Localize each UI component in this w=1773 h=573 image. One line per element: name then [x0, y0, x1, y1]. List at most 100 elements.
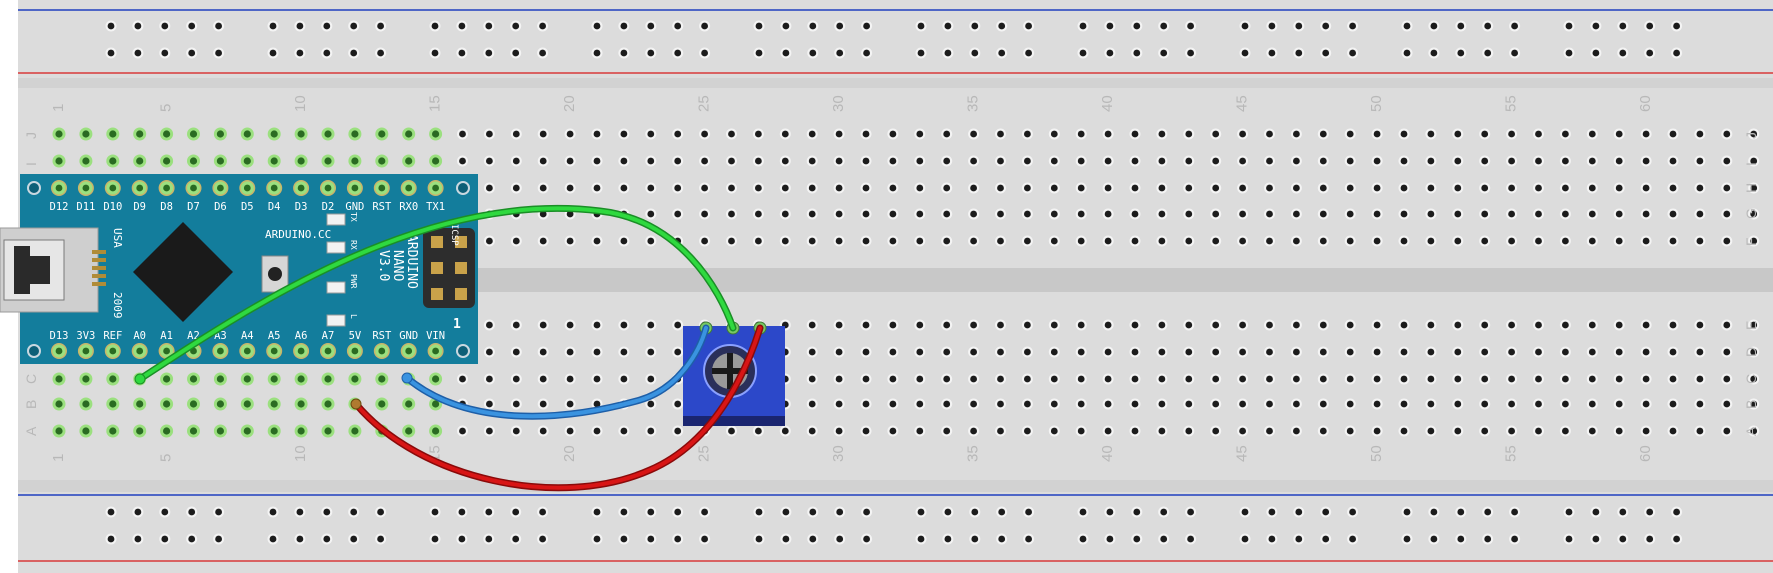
breadboard-hole: [1319, 321, 1327, 329]
red-wire[interactable]: [354, 326, 762, 490]
breadboard-hole: [1562, 400, 1569, 408]
rail-hole: [107, 508, 115, 516]
arduino-pin-hole: [432, 184, 439, 192]
rx-led: [326, 241, 346, 254]
breadboard-hole: [566, 157, 574, 165]
breadboard-hole: [270, 375, 278, 383]
green-wire[interactable]: [138, 206, 735, 381]
breadboard-hole: [1750, 321, 1758, 329]
breadboard-hole: [1723, 157, 1731, 165]
rail-hole: [377, 22, 384, 30]
tx-led: [326, 213, 346, 226]
rail-hole: [485, 22, 493, 30]
icsp-pin: [455, 288, 467, 300]
breadboard-hole: [755, 427, 762, 435]
breadboard-hole: [1185, 348, 1193, 356]
breadboard-hole: [1427, 130, 1435, 138]
breadboard-hole: [1373, 321, 1381, 329]
rail-hole: [1133, 535, 1141, 543]
breadboard-hole: [593, 348, 601, 356]
breadboard-hole: [1212, 321, 1220, 329]
rail-hole: [647, 535, 655, 543]
rail-hole: [755, 508, 763, 516]
breadboard-hole: [1400, 210, 1408, 218]
breadboard-hole: [1024, 130, 1031, 138]
rail-hole: [863, 508, 870, 516]
breadboard-hole: [1481, 375, 1489, 383]
breadboard-hole: [1669, 375, 1677, 383]
breadboard-hole: [163, 375, 171, 383]
breadboard-hole: [647, 130, 655, 138]
pwr-led: [326, 281, 346, 294]
breadboard-hole: [136, 157, 144, 165]
arduino-pin-hole: [55, 347, 63, 355]
year-label: 2009: [111, 292, 124, 319]
breadboard-hole: [1588, 130, 1596, 138]
rail-hole: [593, 535, 601, 543]
arduino-name-line-1: ARDUINO: [404, 234, 419, 289]
breadboard-hole: [270, 130, 278, 138]
column-number-label: 1: [50, 454, 67, 462]
breadboard-hole: [1696, 157, 1704, 165]
rail-hole: [350, 535, 358, 543]
breadboard-hole: [109, 157, 117, 165]
column-number-label: 45: [1234, 95, 1251, 112]
breadboard-hole: [889, 130, 897, 138]
potentiometer[interactable]: [683, 321, 785, 426]
breadboard-hole: [378, 375, 386, 383]
rail-hole: [1646, 22, 1654, 30]
breadboard-hole: [109, 400, 117, 408]
breadboard-hole: [1266, 130, 1273, 138]
rail-hole: [1484, 22, 1492, 30]
breadboard-hole: [1508, 321, 1515, 329]
breadboard-hole: [1615, 348, 1623, 356]
breadboard-hole: [1427, 400, 1435, 408]
breadboard-hole: [1400, 348, 1408, 356]
rail-hole: [539, 508, 546, 516]
breadboard-hole: [1481, 130, 1489, 138]
breadboard-hole: [835, 184, 843, 192]
rail-hole: [1241, 508, 1249, 516]
breadboard-hole: [1024, 348, 1031, 356]
breadboard-hole: [486, 237, 493, 245]
rail-hole: [1106, 22, 1114, 30]
breadboard-hole: [1373, 375, 1381, 383]
breadboard-hole: [512, 375, 520, 383]
rail-hole: [1241, 22, 1249, 30]
breadboard-hole: [55, 400, 63, 408]
breadboard-hole: [1642, 375, 1650, 383]
breadboard-hole: [512, 427, 520, 435]
breadboard-hole: [1239, 210, 1246, 218]
blue-wire[interactable]: [405, 326, 708, 419]
breadboard-hole: [1212, 210, 1220, 218]
rail-hole: [1511, 535, 1518, 543]
column-number-label: 50: [1368, 95, 1385, 112]
arduino-name-line-3: V3.0: [376, 250, 391, 281]
breadboard-hole: [889, 184, 897, 192]
breadboard-hole: [943, 210, 951, 218]
rail-hole: [998, 535, 1006, 543]
breadboard-hole: [1185, 184, 1193, 192]
breadboard-hole: [1050, 237, 1058, 245]
rail-hole: [1160, 508, 1168, 516]
mounting-hole: [456, 344, 470, 358]
rail-hole: [512, 49, 520, 57]
breadboard-hole: [889, 321, 897, 329]
breadboard-hole: [1077, 427, 1085, 435]
column-number-label: 20: [561, 445, 578, 462]
breadboard-hole: [297, 375, 305, 383]
arduino-bottom-pin-label: A0: [133, 330, 146, 342]
breadboard-hole: [1588, 184, 1596, 192]
arduino-pin-hole: [324, 347, 332, 355]
breadboard-hole: [1642, 210, 1650, 218]
breadboard-hole: [1293, 427, 1300, 435]
rail-hole: [1457, 508, 1465, 516]
breadboard-hole: [55, 130, 63, 138]
breadboard-hole: [55, 427, 63, 435]
breadboard-hole: [1293, 375, 1300, 383]
row-letter-label: C: [1743, 374, 1759, 384]
reset-button-cap: [268, 267, 282, 281]
breadboard-hole: [889, 237, 897, 245]
breadboard-hole: [997, 400, 1004, 408]
